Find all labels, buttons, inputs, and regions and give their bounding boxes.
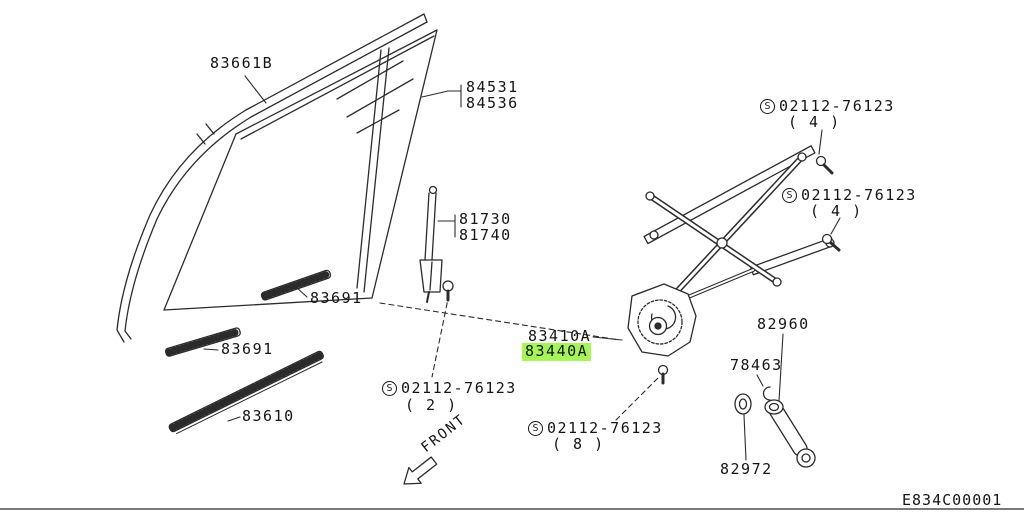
- label-glass-upper[interactable]: 84531: [466, 78, 519, 96]
- door-glass-drawing: [163, 29, 438, 311]
- screw-label-qty4-lower[interactable]: S 02112-76123: [782, 186, 917, 204]
- label-handle-clip[interactable]: 78463: [730, 356, 783, 374]
- weatherstrip-outer-drawing: [164, 327, 241, 357]
- label-regulator[interactable]: 83410A: [528, 327, 592, 345]
- screw-label-qty4-upper[interactable]: S 02112-76123: [760, 97, 895, 115]
- screw-qty8: ( 8 ): [552, 435, 605, 453]
- drawing-code: E834C00001: [902, 491, 1003, 509]
- screw-number: 02112-76123: [547, 419, 663, 437]
- label-handle-escutcheon[interactable]: 82972: [720, 460, 773, 478]
- label-guide-channel-upper[interactable]: 81730: [459, 210, 512, 228]
- weatherstrip-lower-drawing: [168, 350, 324, 435]
- label-glass-run[interactable]: 83661B: [210, 54, 274, 72]
- crank-handle-drawing: [764, 399, 816, 468]
- screw-number: 02112-76123: [801, 186, 917, 204]
- leader-lines: [203, 75, 841, 461]
- screw-qty4-lower: ( 4 ): [810, 202, 863, 220]
- screw-number: 02112-76123: [401, 379, 517, 397]
- screw-number: 02112-76123: [779, 97, 895, 115]
- standard-part-icon: S: [382, 381, 397, 397]
- front-arrow-icon: [403, 456, 438, 485]
- standard-part-icon: S: [760, 99, 775, 115]
- label-regulator-assembly-highlighted[interactable]: 83440A: [522, 343, 592, 361]
- screw-label-qty2[interactable]: S 02112-76123: [382, 379, 517, 397]
- screw-4a-icon: [815, 155, 834, 175]
- label-guide-channel-lower[interactable]: 81740: [459, 226, 512, 244]
- screw-label-qty8[interactable]: S 02112-76123: [528, 419, 663, 437]
- escutcheon-drawing: [734, 393, 752, 415]
- label-handle[interactable]: 82960: [757, 315, 810, 333]
- standard-part-icon: S: [782, 188, 797, 204]
- label-glass-lower[interactable]: 84536: [466, 94, 519, 112]
- screw-8-icon: [657, 364, 669, 385]
- label-weatherstrip-outer[interactable]: 83691: [221, 340, 274, 358]
- highlight-box: 83440A: [522, 343, 592, 361]
- screw-qty4-upper: ( 4 ): [788, 113, 841, 131]
- weatherstrip-inner-drawing: [260, 269, 332, 301]
- screw-4b-icon: [821, 233, 841, 252]
- label-weatherstrip-inner[interactable]: 83691: [310, 289, 363, 307]
- clip-drawing: [762, 386, 771, 401]
- standard-part-icon: S: [528, 421, 543, 437]
- screw-qty2: ( 2 ): [405, 396, 458, 414]
- glass-run-frame-drawing: [116, 13, 428, 343]
- regulator-drawing: [627, 145, 835, 357]
- label-weatherstrip-lower[interactable]: 83610: [242, 407, 295, 425]
- guide-channel-drawing: [419, 185, 443, 303]
